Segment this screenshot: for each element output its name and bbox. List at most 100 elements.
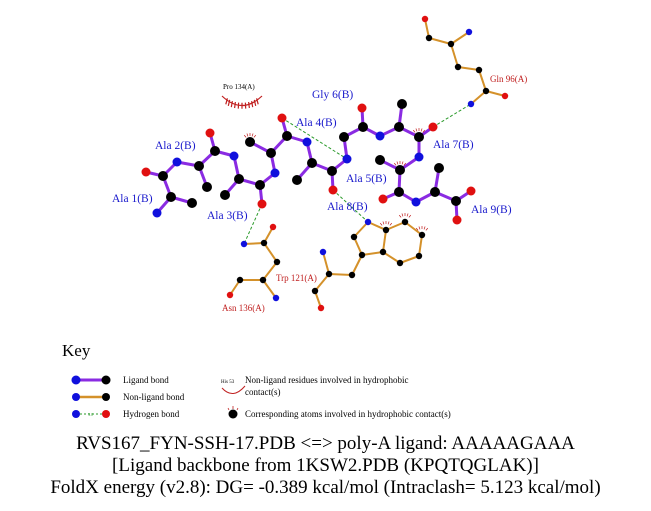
oxygen-atom: [317, 304, 325, 312]
hydrogen-bond: [243, 203, 263, 245]
hydrophobic-contact-mark: [253, 134, 257, 138]
nitrogen-atom: [302, 137, 312, 147]
nonligand-bond: [322, 251, 330, 275]
carbon-atom: [194, 161, 204, 171]
hydrophobic-contact-mark: [246, 133, 249, 137]
oxygen-atom: [226, 291, 234, 299]
hydrophobic-residue-label: Pro 134(A): [223, 83, 255, 91]
hydrophobic-contact-mark: [243, 134, 247, 138]
nonligand-bond: [485, 90, 506, 97]
nitrogen-atom: [411, 197, 421, 207]
residue-label: Asn 136(A): [222, 303, 265, 313]
nonligand-bond: [243, 242, 265, 245]
residue-label: Ala 7(B): [433, 139, 474, 151]
oxygen-atom: [205, 128, 215, 138]
carbon-atom: [348, 271, 356, 279]
carbon-atom: [434, 163, 444, 173]
carbon-atom: [394, 122, 404, 132]
carbon-atom: [245, 137, 255, 147]
key-hydrophobic-label-2: contact(s): [245, 387, 280, 397]
nonligand-bond: [382, 229, 387, 253]
key-ligand-bond-label: Ligand bond: [123, 375, 169, 385]
carbon-atom: [451, 196, 461, 206]
carbon-atom: [396, 259, 404, 267]
nonligand-bond: [262, 261, 278, 281]
hydrophobic-contact-mark: [387, 221, 390, 225]
carbon-atom: [397, 99, 407, 109]
carbon-atom: [260, 239, 268, 247]
key-nonligand-bond-label: Non-ligand bond: [123, 392, 185, 402]
nonligand-bond: [385, 221, 406, 231]
nitrogen-atom: [375, 131, 385, 141]
carbon-atom: [447, 40, 455, 48]
carbon-atom: [379, 248, 387, 256]
nonligand-bond: [450, 43, 459, 68]
nitrogen-atom: [465, 28, 473, 36]
nonligand-bond: [424, 18, 430, 39]
residue-label: Ala 8(B): [327, 201, 368, 213]
hydrophobic-contact-arc-icon: [221, 95, 263, 109]
residue-label: Trp 121(A): [276, 273, 317, 283]
nitrogen-atom: [172, 157, 182, 167]
nonligand-bond: [262, 279, 277, 299]
key-ligand-bond-icon: [71, 375, 111, 385]
oxygen-atom: [421, 15, 429, 23]
key-hydrophobic-example: His 53: [221, 380, 235, 385]
residue-label: Gly 6(B): [312, 89, 353, 101]
hydrophobic-contact-mark: [422, 129, 426, 133]
oxygen-atom: [257, 199, 267, 209]
key-hbond-icon: 3.0: [72, 410, 110, 418]
nonligand-bond: [428, 37, 452, 45]
carbon-atom: [454, 63, 462, 71]
oxygen-atom: [452, 215, 462, 225]
key-hbond-label: Hydrogen bond: [123, 409, 180, 419]
nonligand-bond: [263, 242, 278, 263]
carbon-atom: [202, 182, 212, 192]
carbon-atom: [311, 287, 319, 295]
hydrophobic-contact-mark: [382, 221, 385, 225]
nitrogen-atom: [342, 154, 352, 164]
nitrogen-atom: [414, 152, 424, 162]
nitrogen-atom: [364, 218, 372, 226]
key-hydrophobic-atom-icon: [227, 406, 239, 419]
hydrophobic-contact-mark: [412, 129, 416, 133]
hydrophobic-contact-mark: [398, 214, 402, 218]
nitrogen-atom: [152, 208, 162, 218]
carbon-atom: [255, 180, 265, 190]
key-heading: Key: [62, 341, 91, 360]
hydrophobic-contact-mark: [401, 161, 404, 165]
carbon-atom: [358, 251, 366, 259]
hydrophobic-contact-mark: [251, 133, 254, 137]
carbon-atom: [273, 258, 281, 266]
oxygen-atom: [466, 186, 476, 196]
hydrophobic-contact-mark: [393, 162, 397, 166]
nonligand-bond: [418, 234, 423, 257]
key-hbond-distance: 3.0: [88, 412, 93, 417]
carbon-atom: [259, 276, 267, 284]
hydrophobic-contact-mark: [403, 162, 407, 166]
carbon-atom: [325, 270, 333, 278]
oxygen-atom: [357, 103, 367, 113]
nonligand-bond: [353, 221, 369, 238]
carbon-atom: [425, 34, 433, 42]
carbon-atom: [307, 158, 317, 168]
hydrophobic-contact-mark: [389, 222, 393, 226]
title-line-3: FoldX energy (v2.8): DG= -0.389 kcal/mol…: [50, 477, 601, 498]
carbon-atom: [395, 165, 405, 175]
nonligand-bond: [328, 273, 353, 276]
nitrogen-atom: [270, 168, 280, 178]
nonligand-bond: [450, 31, 470, 45]
hydrogen-bond: [332, 189, 369, 223]
carbon-atom: [418, 231, 426, 239]
oxygen-atom: [501, 92, 509, 100]
key-nonligand-bond-icon: [72, 393, 110, 401]
carbon-atom: [482, 87, 490, 95]
hydrophobic-contact-mark: [396, 161, 399, 165]
title-line-2: [Ligand backbone from 1KSW2.PDB (KPQTQGL…: [112, 455, 539, 476]
nonligand-bond: [367, 221, 387, 231]
nitrogen-atom: [272, 294, 280, 302]
key-hydrophobic-arc-icon: [221, 385, 246, 394]
residue-label: Ala 9(B): [471, 204, 512, 216]
oxygen-atom: [141, 167, 151, 177]
